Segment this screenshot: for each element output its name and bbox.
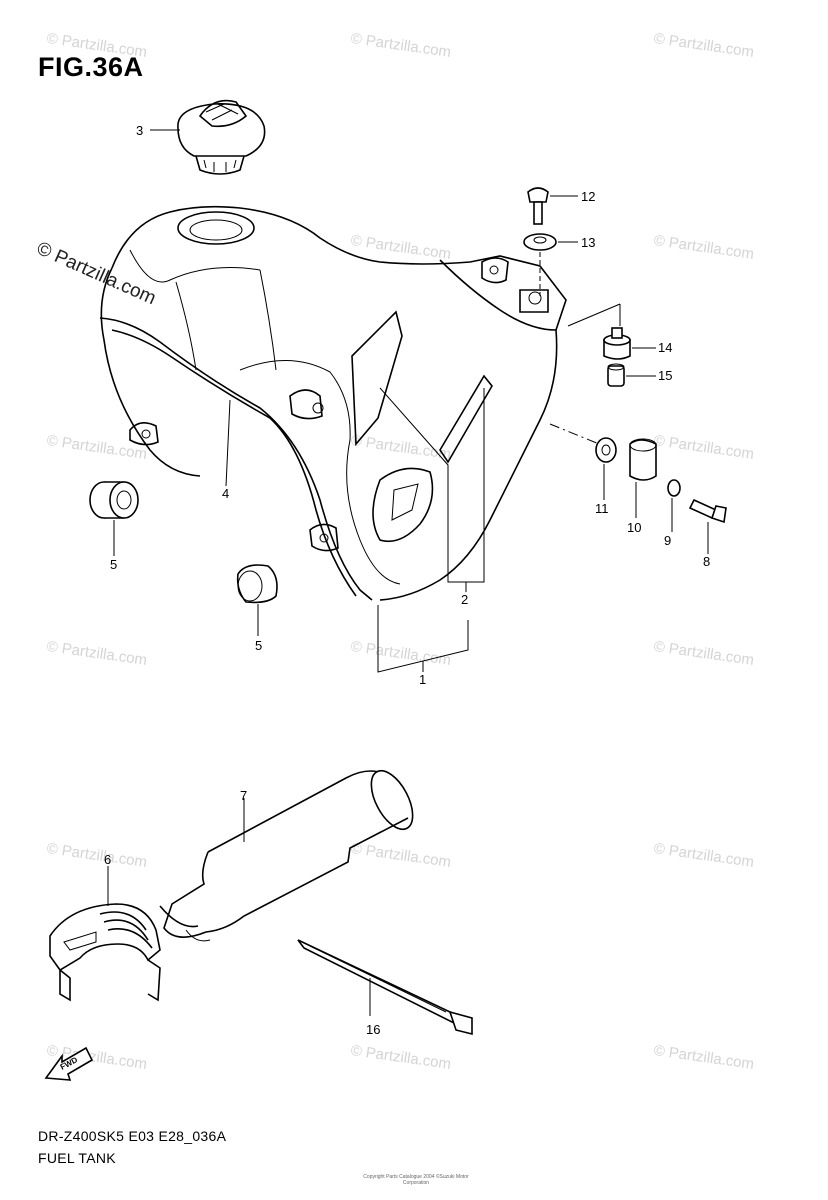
callout-label: 15 [658, 368, 672, 383]
cushion-part [629, 438, 657, 518]
model-code: DR-Z400SK5 E03 E28_036A [38, 1128, 227, 1144]
copyright-note: Copyright Parts Catalogue 2004 ©Suzuki M… [363, 1174, 469, 1186]
grommet-part [523, 233, 578, 251]
cushion-part [603, 327, 656, 360]
callout-label: 11 [595, 501, 609, 516]
callout-label: 8 [703, 554, 710, 569]
fuel-cap-part [150, 99, 266, 175]
callout-label: 16 [366, 1022, 380, 1037]
callout-label: 4 [222, 486, 229, 501]
fuel-tank-part [99, 205, 567, 601]
cable-tie-part [297, 939, 473, 1036]
callout-label: 1 [419, 672, 426, 687]
cushion-part [236, 564, 278, 636]
callout-label: 6 [104, 852, 111, 867]
callout-label: 12 [581, 189, 595, 204]
figure-title: FIG.36A [38, 52, 144, 82]
callout-label: 13 [581, 235, 595, 250]
bolt-part [688, 498, 727, 554]
washer-part [667, 479, 681, 532]
section-name: FUEL TANK [38, 1150, 116, 1166]
callout-label: 5 [110, 557, 117, 572]
callout-label: 2 [461, 592, 468, 607]
callout-label: 3 [136, 123, 143, 138]
clamp-part [49, 866, 161, 1002]
bolt-part [527, 187, 578, 225]
collar-part [607, 363, 656, 387]
callout-label: 10 [627, 520, 641, 535]
collar-part [595, 437, 617, 500]
forward-arrow-icon: FWD [44, 1046, 94, 1081]
callout-label: 7 [240, 788, 247, 803]
cushion-part [89, 481, 139, 556]
callout-label: 5 [255, 638, 262, 653]
callout-label: 9 [664, 533, 671, 548]
tube-part [159, 769, 414, 942]
callout-label: 14 [658, 340, 672, 355]
